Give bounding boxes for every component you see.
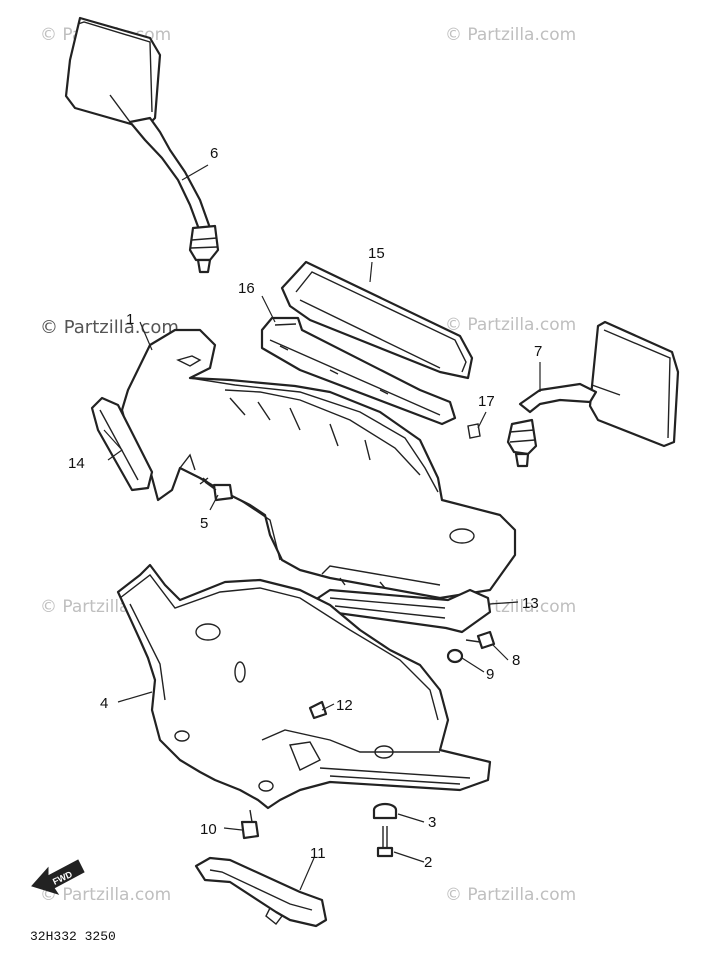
bolt-5 (199, 477, 234, 502)
callout-15: 15 (368, 245, 385, 262)
callout-6: 6 (210, 145, 218, 162)
clip-12 (308, 700, 328, 720)
diagram-code: 32H332 3250 (30, 929, 116, 944)
meter-cover (280, 260, 474, 380)
callouts: 1 2 3 4 5 6 7 8 9 10 11 12 13 14 15 16 1… (68, 145, 542, 871)
left-mirror (64, 16, 220, 274)
watermark-text: © Partzilla.com (40, 885, 171, 905)
grip-cover-11 (194, 856, 328, 928)
right-mirror (506, 320, 680, 468)
seal-strip-13 (316, 588, 492, 634)
callout-14: 14 (68, 455, 85, 472)
callout-12: 12 (336, 697, 353, 714)
watermark-text-dark: © Partzilla.com (40, 317, 179, 338)
callout-5: 5 (200, 515, 208, 532)
callout-2: 2 (424, 854, 432, 871)
bolt-10 (240, 809, 260, 840)
watermarks: © Partzilla.com © Partzilla.com © Partzi… (40, 25, 576, 905)
callout-17: 17 (478, 393, 495, 410)
upper-cover (120, 328, 517, 600)
screw-2 (376, 826, 394, 858)
callout-7: 7 (534, 343, 542, 360)
bolt-8 (465, 630, 496, 650)
leader-lines (103, 164, 541, 891)
callout-9: 9 (486, 666, 494, 683)
watermark-text: © Partzilla.com (445, 25, 576, 45)
callout-8: 8 (512, 652, 520, 669)
callout-16: 16 (238, 280, 255, 297)
watermark-text: © Partzilla.com (445, 315, 576, 335)
watermark-text: © Partzilla.com (445, 885, 576, 905)
callout-10: 10 (200, 821, 217, 838)
callout-13: 13 (522, 595, 539, 612)
callout-11: 11 (310, 845, 326, 862)
callout-4: 4 (100, 695, 108, 712)
callout-3: 3 (428, 814, 436, 831)
meter-bracket (260, 316, 457, 426)
clip-17 (467, 423, 481, 439)
washer-9 (446, 648, 464, 664)
damper-3 (372, 802, 398, 820)
callout-1: 1 (126, 311, 134, 328)
lower-cover (116, 563, 492, 810)
seal-strip-14 (90, 396, 154, 492)
